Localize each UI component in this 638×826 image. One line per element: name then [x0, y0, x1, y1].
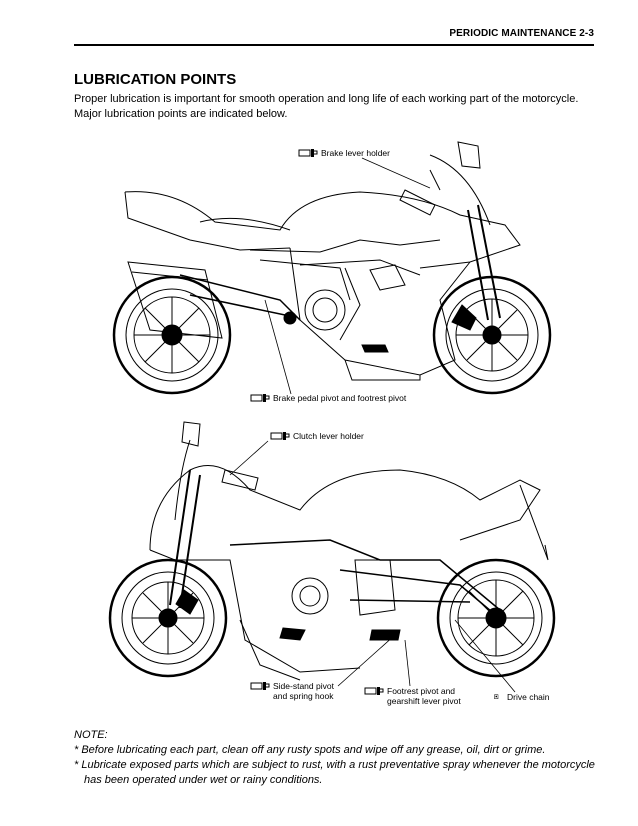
callout-label: Brake pedal pivot and footrest pivot: [273, 393, 407, 403]
callout-label: Drive chain: [507, 692, 550, 702]
motorcycle-right-side-figure: [112, 141, 552, 395]
callout-label-line-2: gearshift lever pivot: [387, 696, 461, 706]
note-item-1: * Before lubricating each part, clean of…: [74, 744, 546, 756]
section-title: LUBRICATION POINTS: [74, 71, 237, 88]
intro-line-2: Major lubrication points are indicated b…: [74, 108, 288, 120]
grease-icon: [250, 394, 270, 402]
grease-icon: [364, 687, 384, 695]
callout-side-stand-pivot: Side-stand pivot and spring hook: [250, 681, 334, 701]
intro-line-1: Proper lubrication is important for smoo…: [74, 93, 579, 105]
callout-clutch-lever-holder: Clutch lever holder: [270, 431, 364, 441]
callout-label-line-1: Footrest pivot and: [387, 686, 456, 696]
callout-label-line-1: Side-stand pivot: [273, 681, 334, 691]
callout-label: Clutch lever holder: [293, 431, 364, 441]
grease-icon: [298, 149, 318, 157]
note-block: NOTE: * Before lubricating each part, cl…: [74, 728, 614, 788]
intro-paragraph: Proper lubrication is important for smoo…: [74, 92, 614, 122]
callout-label: Brake lever holder: [321, 148, 390, 158]
motorcycle-left-side-figure: [108, 421, 556, 681]
header-text: PERIODIC MAINTENANCE 2-3: [449, 28, 594, 39]
callout-footrest-gearshift-pivot: Footrest pivot and gearshift lever pivot: [364, 686, 461, 706]
callout-drive-chain: Drive chain: [494, 692, 550, 702]
callout-label-line-2: and spring hook: [273, 691, 334, 701]
grease-icon: [250, 682, 270, 690]
note-title: NOTE:: [74, 729, 108, 741]
grease-icon: [270, 432, 290, 440]
callout-brake-pedal-pivot: Brake pedal pivot and footrest pivot: [250, 393, 406, 403]
page-header: PERIODIC MAINTENANCE 2-3: [74, 28, 594, 46]
callout-leader-lines: [229, 157, 516, 693]
note-item-2: * Lubricate exposed parts which are subj…: [74, 759, 595, 786]
callout-brake-lever-holder: Brake lever holder: [298, 148, 390, 158]
oil-can-icon: [494, 694, 499, 699]
